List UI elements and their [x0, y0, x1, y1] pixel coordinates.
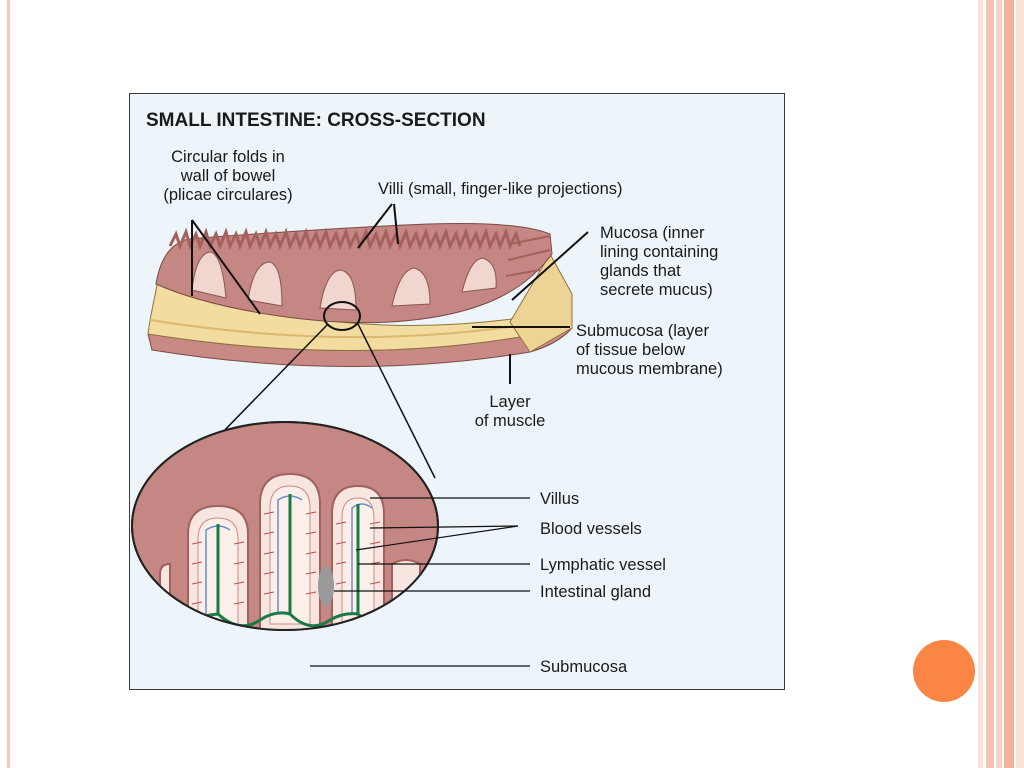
label-mucosa-2: lining containing	[600, 243, 718, 261]
leader-lines-upper	[191, 203, 589, 384]
label-circular-folds-2: wall of bowel	[180, 167, 275, 185]
right-border-stripe	[1004, 0, 1014, 768]
label-villi: Villi (small, finger-like projections)	[378, 180, 623, 198]
left-decorative-rule	[7, 0, 10, 768]
leader-lines-lower	[310, 497, 530, 667]
label-submucosa-top-2: of tissue below	[576, 341, 685, 359]
figure-title: SMALL INTESTINE: CROSS-SECTION	[146, 110, 486, 131]
label-submucosa-bottom: Submucosa	[540, 658, 628, 676]
label-muscle-1: Layer	[489, 393, 531, 411]
magnify-circle	[323, 301, 361, 331]
label-intestinal-gland: Intestinal gland	[540, 583, 651, 601]
right-border-stripe	[996, 0, 1002, 768]
magnified-view	[131, 421, 439, 631]
label-submucosa-top-3: mucous membrane)	[576, 360, 723, 378]
label-circular-folds-3: (plicae circulares)	[163, 186, 292, 204]
label-submucosa-top-1: Submucosa (layer	[576, 322, 709, 340]
label-villus: Villus	[540, 490, 579, 508]
label-lymphatic-vessel: Lymphatic vessel	[540, 556, 666, 574]
slide-accent-circle	[913, 640, 975, 702]
label-circular-folds-1: Circular folds in	[171, 148, 285, 166]
right-border-stripe	[986, 0, 994, 768]
intestine-diagram: SMALL INTESTINE: CROSS-SECTION	[131, 110, 723, 676]
zoom-line-right	[357, 323, 436, 479]
right-border-stripe	[978, 0, 983, 768]
label-muscle-2: of muscle	[475, 412, 546, 430]
label-mucosa-4: secrete mucus)	[600, 281, 713, 299]
right-border-stripe	[1016, 0, 1024, 768]
label-blood-vessels: Blood vessels	[540, 520, 642, 538]
label-mucosa-1: Mucosa (inner	[600, 224, 705, 242]
intestine-figure: SMALL INTESTINE: CROSS-SECTION	[129, 93, 785, 690]
label-mucosa-3: glands that	[600, 262, 681, 280]
